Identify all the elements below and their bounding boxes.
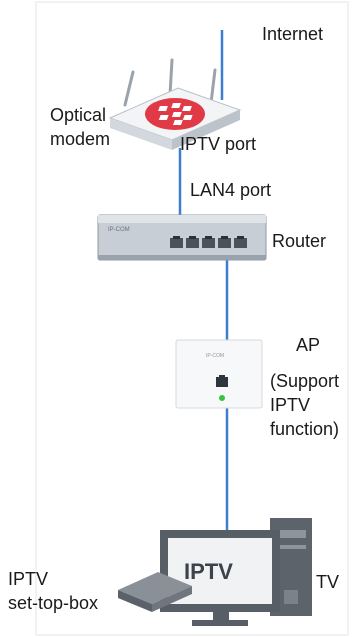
internet-label: Internet <box>262 24 324 44</box>
ap-status-led <box>219 395 225 401</box>
ap-icon: IP-COM <box>175 339 263 409</box>
router-brand: IP-COM <box>108 227 130 233</box>
optical-modem-label: Optical modem <box>50 105 111 149</box>
ap-label: AP <box>296 335 321 355</box>
router-label: Router <box>272 231 327 251</box>
iptv-set-top-box-label: IPTV set-top-box <box>8 569 99 613</box>
iptv-port-label: IPTV port <box>180 134 257 154</box>
ap-note-label: (Support IPTV function) <box>270 371 340 439</box>
ap-brand: IP-COM <box>206 353 224 359</box>
tv-icon: IPTV <box>160 530 280 626</box>
optical-modem-icon <box>108 58 242 150</box>
set-top-box-icon <box>118 572 192 612</box>
tv-label: TV <box>316 572 340 592</box>
router-icon: IP-COM <box>97 214 267 261</box>
tv-screen-text: IPTV <box>184 559 233 584</box>
lan4-port-label: LAN4 port <box>190 180 272 200</box>
